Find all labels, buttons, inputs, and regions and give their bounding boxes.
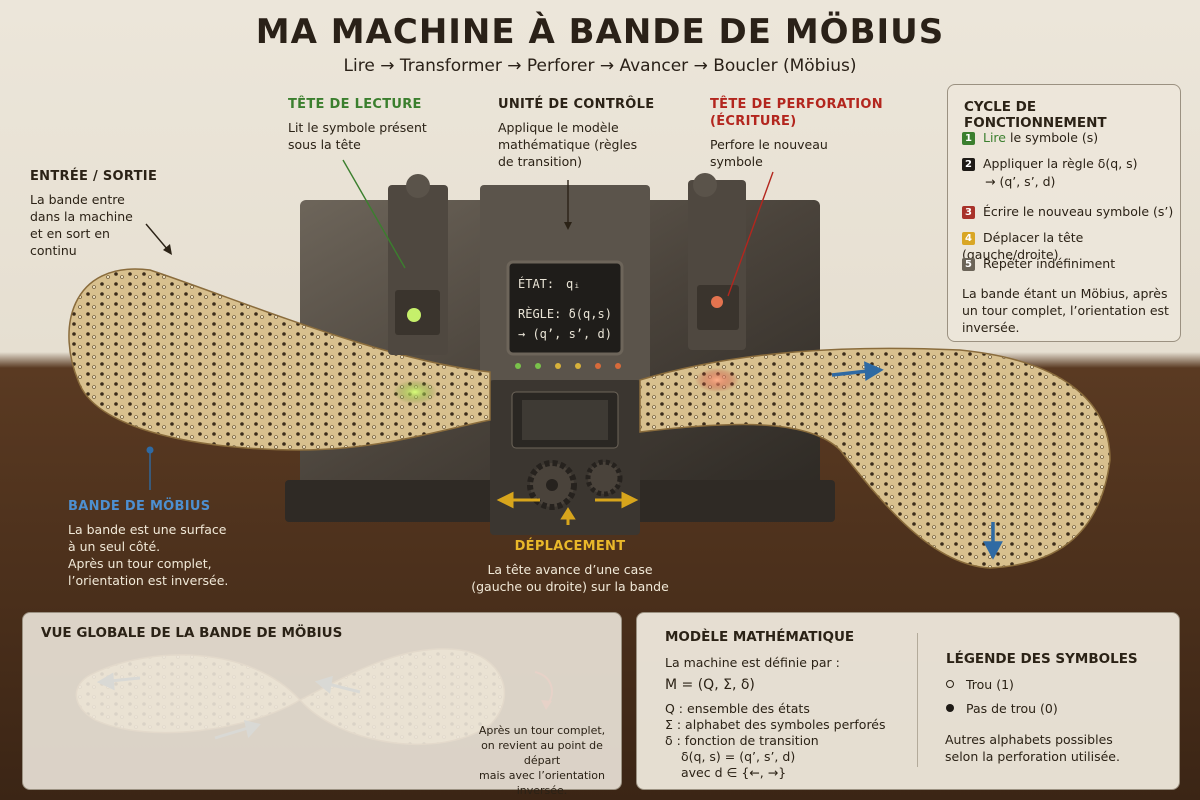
global-view-title: VUE GLOBALE DE LA BANDE DE MÖBIUS: [41, 625, 343, 641]
mobius-ribbon-left: [68, 268, 491, 451]
filled-dot-icon: [946, 704, 954, 712]
control-title: UNITÉ DE CONTRÔLE: [498, 97, 655, 112]
read-head-callout: TÊTE DE LECTURE Lit le symbole présent s…: [288, 96, 448, 153]
screen-state-label: ÉTAT:: [518, 276, 554, 291]
model-def-delta: δ : fonction de transition: [665, 733, 819, 748]
io-callout: ENTRÉE / SORTIE La bande entre dans la m…: [30, 168, 180, 259]
cycle-note: La bande étant un Möbius, après un tour …: [962, 286, 1169, 335]
cycle-panel: CYCLE DE FONCTIONNEMENT 1 Lire le symbole…: [947, 84, 1181, 342]
control-callout: UNITÉ DE CONTRÔLE Applique le modèle mat…: [498, 96, 658, 170]
step-2-text: Appliquer la règle δ(q, s): [983, 156, 1138, 171]
io-title: ENTRÉE / SORTIE: [30, 169, 158, 184]
model-def-sigma: Σ : alphabet des symboles perforés: [665, 717, 886, 732]
legend-item-hole: Trou (1): [946, 677, 1014, 692]
screen-rule-line1: RÈGLE: δ(q,s): [518, 306, 612, 321]
cycle-step-5: 5 Répéter indéfiniment: [962, 255, 1115, 272]
read-head-text: Lit le symbole présent sous la tête: [288, 120, 427, 152]
keypad: [511, 391, 619, 449]
step-5-number: 5: [962, 258, 975, 271]
mobius-text: La bande est une surface à un seul côté.…: [68, 522, 229, 588]
move-callout: DÉPLACEMENT La tête avance d’une case (g…: [450, 538, 690, 595]
global-view-note: Après un tour complet, on revient au poi…: [478, 724, 606, 797]
page-subtitle: Lire → Transformer → Perforer → Avancer …: [343, 56, 857, 76]
global-view-panel: VUE GLOBALE DE LA BANDE DE MÖBIUS Après …: [22, 612, 622, 797]
write-head-title: TÊTE DE PERFORATION (ÉCRITURE): [710, 97, 883, 129]
mobius-title: BANDE DE MÖBIUS: [68, 499, 211, 514]
step-4-number: 4: [962, 232, 975, 245]
model-direction: avec d ∈ {←, →}: [681, 765, 787, 780]
model-intro: La machine est définie par :: [665, 655, 840, 670]
model-title: MODÈLE MATHÉMATIQUE: [665, 629, 855, 645]
control-screen: ÉTAT: qᵢ RÈGLE: δ(q,s) → (q’, s’, d): [506, 260, 624, 356]
step-3-text: Écrire le nouveau symbole (s’): [983, 204, 1174, 219]
screen-state-value: qᵢ: [566, 277, 580, 291]
control-text: Applique le modèle mathématique (règles …: [498, 120, 638, 169]
cycle-step-1: 1 Lire le symbole (s): [962, 129, 1098, 146]
hollow-dot-icon: [946, 680, 954, 688]
legend-title: LÉGENDE DES SYMBOLES: [946, 651, 1138, 667]
step-5-text: Répéter indéfiniment: [983, 256, 1116, 271]
displacement-arrows: [496, 491, 639, 525]
move-title: DÉPLACEMENT: [514, 539, 626, 554]
step-1-keyword: Lire: [983, 130, 1006, 145]
cycle-title: CYCLE DE FONCTIONNEMENT: [964, 99, 1107, 131]
move-text: La tête avance d’une case (gauche ou dro…: [471, 562, 669, 594]
mobius-ribbon-right: [639, 347, 1111, 569]
cycle-step-2-result: → (q’, s’, d): [985, 174, 1056, 189]
write-head-callout: TÊTE DE PERFORATION (ÉCRITURE) Perfore l…: [710, 96, 890, 170]
cycle-step-2: 2 Appliquer la règle δ(q, s): [962, 155, 1138, 172]
legend-item-no-hole-label: Pas de trou (0): [966, 701, 1058, 716]
step-1-number: 1: [962, 132, 975, 145]
mobius-callout: BANDE DE MÖBIUS La bande est une surface…: [68, 498, 268, 589]
cycle-step-3: 3 Écrire le nouveau symbole (s’): [962, 203, 1173, 220]
model-def-q: Q : ensemble des états: [665, 701, 810, 716]
io-text: La bande entre dans la machine et en sor…: [30, 192, 133, 258]
status-lights: [515, 363, 621, 369]
model-divider: [917, 633, 918, 767]
read-head-title: TÊTE DE LECTURE: [288, 97, 422, 112]
leader-lines: [145, 159, 774, 490]
read-head: [388, 174, 448, 404]
ribbon-direction-arrows: [831, 361, 1003, 560]
write-head: [688, 173, 746, 392]
model-transition: δ(q, s) = (q’, s’, d): [681, 749, 796, 764]
model-panel: MODÈLE MATHÉMATIQUE La machine est défin…: [636, 612, 1180, 790]
page-title: MA MACHINE À BANDE DE MÖBIUS: [255, 12, 945, 52]
write-head-text: Perfore le nouveau symbole: [710, 137, 828, 169]
legend-item-no-hole: Pas de trou (0): [946, 701, 1058, 716]
step-4-text: Déplacer la tête (gauche/droite): [962, 230, 1084, 262]
screen-rule-line2: → (q’, s’, d): [518, 327, 612, 341]
step-1-text: le symbole (s): [1006, 130, 1099, 145]
legend-item-hole-label: Trou (1): [966, 677, 1014, 692]
step-3-number: 3: [962, 206, 975, 219]
gears: [527, 459, 623, 510]
legend-note: Autres alphabets possibles selon la perf…: [945, 732, 1120, 764]
model-tuple: M = (Q, Σ, δ): [665, 677, 755, 693]
step-2-number: 2: [962, 158, 975, 171]
